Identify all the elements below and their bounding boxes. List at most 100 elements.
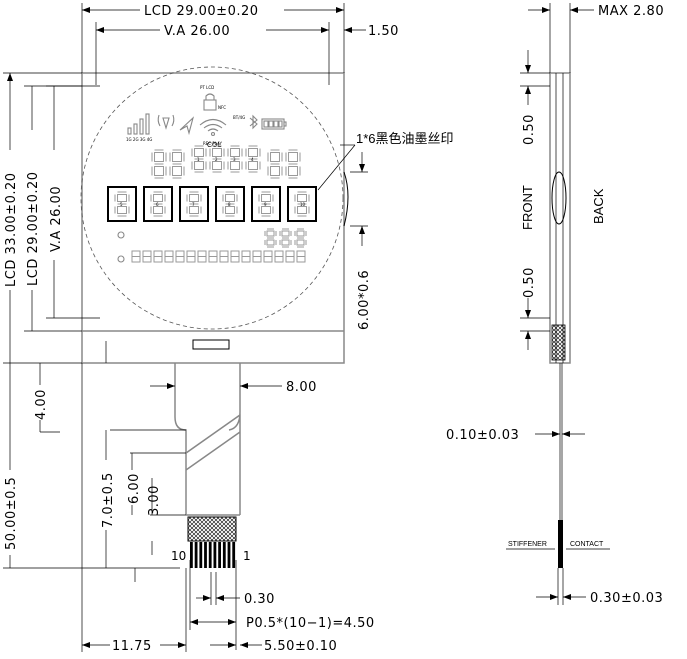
dim-finger-width: 5.50±0.10: [264, 639, 337, 654]
boxed-digit-seg-6: 6: [150, 191, 166, 217]
upper-digit-right-2: [285, 149, 301, 179]
dim-fpc-width: 8.00: [286, 380, 317, 395]
lock-icon: NFC PT LCD: [200, 85, 226, 111]
boxed-digit-6: 6: [143, 186, 173, 222]
wifi-icon: [199, 118, 227, 137]
svg-text:PT LCD: PT LCD: [200, 85, 214, 90]
char-cell: [219, 250, 229, 263]
view-area-circle: [80, 66, 344, 330]
small-digit-row: [264, 228, 307, 248]
contact-finger: [190, 542, 193, 568]
small-digit-3: [294, 228, 307, 248]
location-arrow-icon: [179, 116, 195, 136]
stiffener-area: [187, 516, 237, 542]
indicator-dot-2: [117, 255, 125, 263]
upper-digit-left: [151, 149, 167, 179]
dim-stiffener-thickness: 0.30±0.03: [590, 591, 663, 606]
dim-va-height: V.A 26.00: [49, 186, 64, 252]
label-front: FRONT: [520, 185, 535, 230]
boxed-digit-9: 9: [251, 186, 281, 222]
upper-digit-right: [267, 149, 283, 179]
label-contact: CONTACT: [570, 541, 604, 548]
char-cell: [274, 250, 284, 263]
pin-label-right: 1: [243, 549, 251, 563]
dim-fpc-stiff: 7.0±0.5: [101, 472, 116, 528]
boxed-digit-seg-8-label: 8: [228, 202, 231, 207]
upper-digit-4: 4: [245, 145, 261, 173]
char-cell: [241, 250, 251, 263]
small-digit-2: [279, 228, 292, 248]
side-stiffener: [558, 520, 563, 568]
dim-va-width: V.A 26.00: [164, 24, 230, 39]
label-stiffener: STIFFENER: [508, 541, 547, 548]
char-cell: [208, 250, 218, 263]
contact-finger: [232, 542, 236, 568]
dim-lcd-inner-height: LCD 29.00±0.20: [26, 171, 41, 286]
front-view: 10 1 1G 2G 3G 4G: [80, 66, 454, 568]
contact-finger: [208, 542, 212, 568]
battery-icon: [261, 118, 287, 130]
dim-right-offset: 1.50: [368, 24, 399, 39]
char-cell: [175, 250, 185, 263]
dim-fpc-thickness: 0.10±0.03: [446, 428, 519, 443]
antenna-icon: [157, 114, 175, 130]
char-cell: [164, 250, 174, 263]
dim-fpc-6: 6.00: [127, 473, 142, 504]
dim-pitch: P0.5*(10−1)=4.50: [246, 616, 375, 631]
character-row: [131, 250, 306, 263]
silkscreen-note: 1*6黑色油墨丝印: [356, 131, 454, 146]
char-cell: [153, 250, 163, 263]
label-back: BACK: [591, 188, 606, 224]
boxed-digit-7: 7: [179, 186, 209, 222]
contact-finger: [213, 542, 217, 568]
svg-text:1G 2G 3G 4G: 1G 2G 3G 4G: [126, 137, 152, 142]
svg-text:REC PLAY: REC PLAY: [203, 141, 223, 146]
boxed-digit-seg-7-label: 7: [192, 202, 195, 207]
upper-digit-3-label: 3: [233, 157, 236, 162]
upper-digit-left-2: [169, 149, 185, 179]
boxed-digit-row: 5 6 7 8 9 10: [107, 186, 317, 222]
char-cell: [197, 250, 207, 263]
boxed-digit-5: 5: [107, 186, 137, 222]
small-digit-1: [264, 228, 277, 248]
silkscreen-callout: 1*6黑色油墨丝印: [317, 131, 454, 191]
char-cell: [252, 250, 262, 263]
boxed-digit-seg-6-label: 6: [156, 202, 159, 207]
side-tab: [343, 171, 349, 227]
dim-back-gap: 0.50: [522, 267, 537, 298]
char-cell: [263, 250, 273, 263]
upper-digit-3: 3: [227, 145, 243, 173]
boxed-digit-seg-9: 9: [258, 191, 274, 217]
contact-finger: [204, 542, 207, 568]
boxed-digit-seg-8: 8: [222, 191, 238, 217]
upper-digit-1-label: 1: [197, 157, 200, 162]
pin-label-left: 10: [171, 549, 186, 563]
dim-max-thickness: MAX 2.80: [598, 4, 664, 19]
boxed-digit-8: 8: [215, 186, 245, 222]
boxed-digit-seg-9-label: 9: [264, 202, 267, 207]
side-bulge: [551, 171, 567, 225]
upper-digit-row: 1 2 3 4: [151, 145, 301, 179]
dim-pin-width: 0.30: [244, 592, 275, 607]
side-view: FRONT BACK MAX 2.80 0.50 0.50 0.10±0.03 …: [446, 3, 664, 606]
fpc-tail: [174, 363, 241, 515]
boxed-digit-seg-10: 10: [294, 191, 310, 217]
bluetooth-icon: [249, 114, 258, 130]
upper-digit-2-label: 2: [215, 157, 218, 162]
side-glass: [549, 72, 571, 364]
boxed-digit-seg-5: 5: [114, 191, 130, 217]
char-cell: [285, 250, 295, 263]
char-cell: [230, 250, 240, 263]
boxed-digit-seg-5-label: 5: [120, 202, 123, 207]
signal-bars-icon: 1G 2G 3G 4G: [126, 113, 152, 142]
contact-fingers: [190, 542, 236, 568]
segment-artwork: 1G 2G 3G 4G NFC PT LCD BT/: [107, 85, 317, 263]
dim-left-offset: 11.75: [112, 639, 152, 654]
boxed-digit-10: 10: [287, 186, 317, 222]
char-cell: [296, 250, 306, 263]
lcd-outline: [81, 72, 345, 364]
front-dimensions: LCD 29.00±0.20 V.A 26.00 1.50 LCD 33.00±…: [3, 3, 399, 654]
svg-text:NFC: NFC: [218, 105, 226, 110]
dim-side-tab: 6.00*0.6: [357, 270, 372, 330]
